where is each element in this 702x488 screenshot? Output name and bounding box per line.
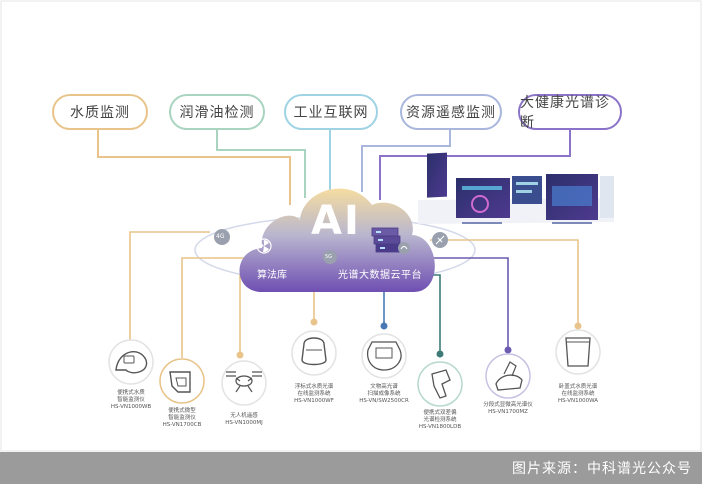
product-7-line-1: 分段式显微高光谱仪 bbox=[483, 402, 533, 408]
algorithm-library-label: 算法库 bbox=[257, 270, 287, 281]
connector-water bbox=[97, 128, 291, 205]
product-2-line-1: 便携式微型 bbox=[168, 408, 196, 414]
product-label-3: 无人机遥感 HS-VN1000MJ bbox=[189, 413, 299, 427]
topic-pill-remote-sensing: 资源遥感监测 bbox=[400, 94, 502, 130]
connector-health bbox=[379, 128, 571, 200]
topic-pill-lubricant: 润滑油检测 bbox=[169, 94, 265, 130]
topic-pill-industrial-internet: 工业互联网 bbox=[284, 94, 378, 130]
badge-4g-icon bbox=[214, 229, 230, 245]
product-3-model: HS-VN1000MJ bbox=[225, 420, 263, 426]
topic-connectors bbox=[97, 128, 571, 205]
product-6-model: HS-VN1800LDB bbox=[418, 424, 462, 430]
product-1-line-1: 便携式水质 bbox=[117, 390, 145, 396]
product-8-line-2: 在线监测系统 bbox=[561, 391, 595, 397]
product-7-model: HS-VN1700MZ bbox=[488, 409, 528, 415]
badge-5g-icon bbox=[323, 250, 337, 264]
product-2-line-2: 智能监测仪 bbox=[168, 415, 196, 421]
product-4-model: HS-VN1000WF bbox=[294, 398, 334, 404]
connector-dots bbox=[236, 318, 582, 359]
connector-p7 bbox=[420, 257, 509, 350]
connector-p1 bbox=[129, 231, 210, 340]
signal-icon bbox=[398, 242, 410, 254]
badge-5g-label: 5G bbox=[325, 254, 333, 260]
connector-p8 bbox=[430, 239, 579, 326]
buoy-icon bbox=[291, 330, 337, 376]
product-label-4: 浮标式水质光谱 在线监测系统 HS-VN1000WF bbox=[259, 384, 369, 405]
image-credit: 图片来源：中科谱光公众号 bbox=[512, 461, 692, 477]
water-tank-icon bbox=[555, 329, 601, 375]
cloud-platform bbox=[214, 188, 448, 292]
cloud-shape bbox=[239, 188, 435, 292]
product-label-1: 便携式水质 智能监测仪 HS-VN1000WB bbox=[76, 390, 186, 411]
screen-panel-1 bbox=[427, 152, 447, 198]
algorithm-fan-icon bbox=[256, 238, 272, 254]
meter-icon bbox=[108, 339, 154, 385]
microscope-icon bbox=[485, 353, 531, 399]
credit-banner bbox=[0, 452, 702, 484]
product-2-model: HS-VN1700CB bbox=[162, 422, 202, 428]
scanner-icon bbox=[361, 333, 407, 379]
product-8-line-1: 卧盖式水质光谱 bbox=[558, 384, 598, 390]
data-server-icon bbox=[371, 227, 403, 253]
connector-p2 bbox=[181, 257, 255, 358]
product-5-line-2: 扫描成像系统 bbox=[367, 391, 401, 397]
outer-border bbox=[0, 0, 702, 452]
product-1-model: HS-VN1000WB bbox=[110, 404, 152, 410]
product-5-model: HS-VN/SW2500CR bbox=[359, 398, 409, 404]
product-6-line-2: 光谱检测系统 bbox=[423, 417, 457, 423]
product-label-7: 分段式显微高光谱仪 HS-VN1700MZ bbox=[453, 402, 563, 416]
dashboard-screens bbox=[418, 152, 614, 224]
product-1-line-2: 智能监测仪 bbox=[117, 397, 145, 403]
topic-pill-water-quality: 水质监测 bbox=[52, 94, 148, 130]
topic-pill-health-diagnosis: 大健康光谱诊断 bbox=[518, 94, 622, 131]
ai-label: AI bbox=[311, 198, 361, 244]
product-4-line-1: 浮标式水质光谱 bbox=[294, 384, 334, 390]
hand-monitor-icon bbox=[159, 358, 205, 404]
product-label-6: 便携式双差偏 光谱检测系统 HS-VN1800LDB bbox=[385, 410, 495, 431]
product-3-line-1: 无人机遥感 bbox=[230, 413, 258, 419]
handheld-probe-icon bbox=[417, 361, 463, 407]
drone-icon bbox=[221, 360, 267, 406]
product-5-line-1: 文物高光谱 bbox=[370, 384, 398, 390]
cloud-platform-label: 光谱大数据云平台 bbox=[338, 270, 422, 281]
connector-lube bbox=[216, 128, 306, 198]
screen-panel-5 bbox=[600, 176, 614, 218]
product-8-model: HS-VN1000WA bbox=[557, 398, 599, 404]
product-icons bbox=[108, 329, 601, 407]
product-6-line-1: 便携式双差偏 bbox=[423, 410, 457, 416]
product-label-2: 便携式微型 智能监测仪 HS-VN1700CB bbox=[127, 408, 237, 429]
product-4-line-2: 在线监测系统 bbox=[297, 391, 331, 397]
connector-remote bbox=[361, 128, 451, 192]
product-label-8: 卧盖式水质光谱 在线监测系统 HS-VN1000WA bbox=[523, 384, 633, 405]
badge-4g-label: 4G bbox=[216, 233, 225, 240]
product-label-5: 文物高光谱 扫描成像系统 HS-VN/SW2500CR bbox=[329, 384, 439, 405]
